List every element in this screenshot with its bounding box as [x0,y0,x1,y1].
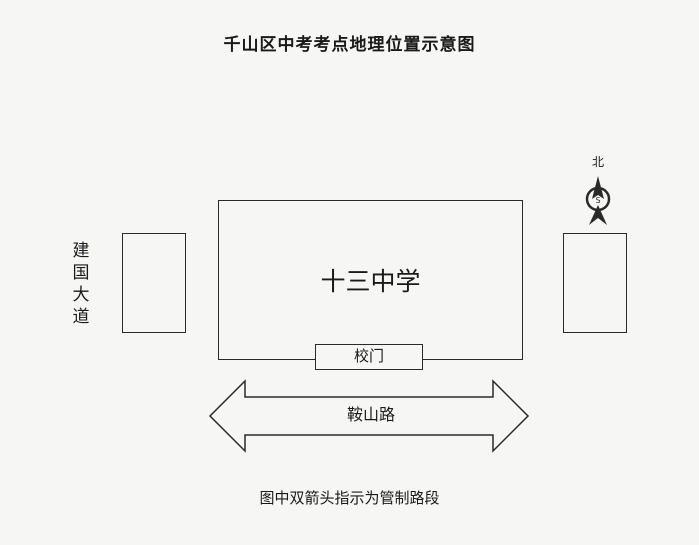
main-road-name: 鞍山路 [346,405,395,424]
diagram-title: 千山区中考考点地理位置示意图 [223,35,476,55]
school-gate: 校门 [315,344,423,370]
school-name: 十三中学 [320,267,421,296]
right-building-block [563,233,627,333]
left-building-block [122,233,186,333]
left-road-label: 建国大道 [72,241,90,327]
north-label: 北 [591,155,604,169]
diagram-caption: 图中双箭头指示为管制路段 [259,489,440,507]
compass-icon: S [585,176,611,225]
compass-inner-letter: S [595,196,600,205]
